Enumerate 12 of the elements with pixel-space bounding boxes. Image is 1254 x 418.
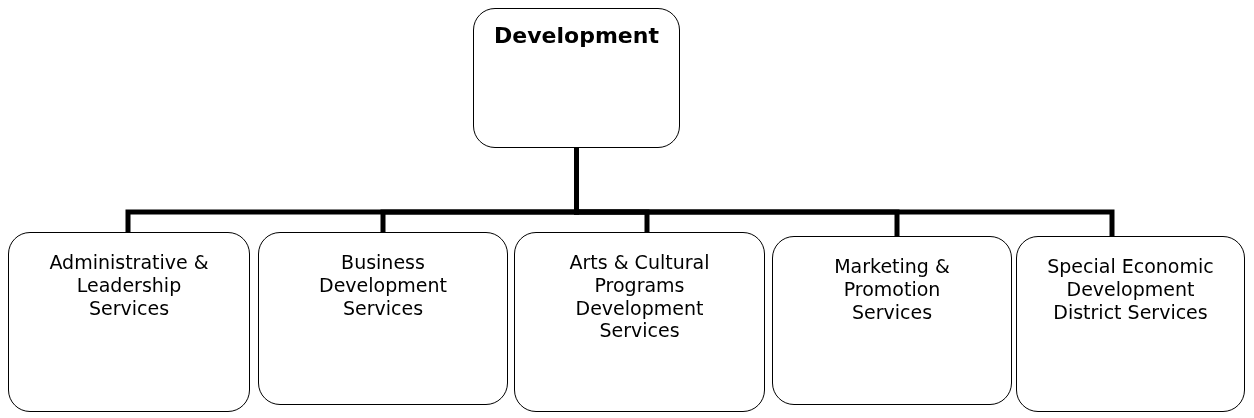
unit-box [514,232,765,412]
unit-box [8,232,250,412]
unit-box [772,236,1012,405]
box-label: Arts & Cultural Programs Development Services [568,251,711,343]
unit-box [258,232,508,405]
department-box [473,8,680,148]
box-label: Administrative & Leadership Services [48,251,210,320]
box-label: Special Economic Development District Services [1046,255,1215,324]
box-label: Business Development Services [318,251,448,320]
box-label: Marketing & Promotion Services [833,255,951,324]
unit-box [1016,236,1245,412]
box-title: Development [494,23,659,50]
